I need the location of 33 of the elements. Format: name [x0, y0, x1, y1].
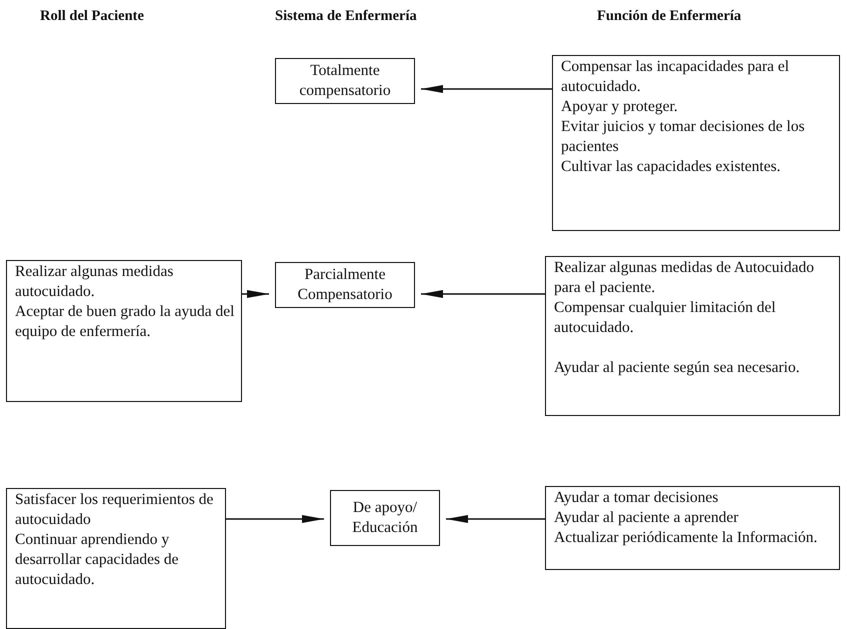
- text-box: [545, 486, 840, 570]
- text-box: [545, 256, 840, 416]
- box-text: Satisfacer los requerimientos de autocuidado: [15, 490, 214, 530]
- box-text: Evitar juicios y tomar decisiones de los pacientes: [561, 117, 806, 157]
- box-text: Realizar algunas medidas de Autocuidado para el paciente.: [554, 258, 815, 298]
- box-text: Ayudar a tomar decisiones: [554, 488, 720, 508]
- arrow: [242, 290, 269, 298]
- text-box: [552, 55, 840, 231]
- arrow: [421, 290, 545, 298]
- system-box: [330, 490, 440, 546]
- box-text: Actualizar periódicamente la Información.: [554, 528, 818, 548]
- box-text: Apoyar y proteger.: [561, 97, 679, 117]
- box-text: Ayudar al paciente según sea necesario.: [554, 358, 801, 378]
- system-box: [275, 58, 415, 104]
- box-text: Continuar aprendiendo y desarrollar capacidades de autocuidado.: [15, 530, 180, 590]
- system-box: [275, 262, 415, 308]
- box-text: Realizar algunas medidas autocuidado.: [15, 262, 174, 302]
- box-text: Ayudar al paciente a aprender: [554, 508, 740, 528]
- box-text: Cultivar las capacidades existentes.: [561, 157, 782, 177]
- column-heading: Roll del Paciente: [40, 8, 144, 25]
- arrow: [421, 85, 552, 93]
- box-text: Compensar las incapacidades para el autocuidado.: [561, 57, 790, 97]
- text-box: [6, 488, 226, 629]
- box-text: De apoyo/ Educación: [351, 498, 419, 538]
- arrow: [446, 515, 545, 523]
- arrow: [226, 515, 324, 523]
- column-heading: Función de Enfermería: [597, 8, 742, 25]
- box-text: Parcialmente Compensatorio: [296, 265, 394, 305]
- text-box: [6, 260, 242, 402]
- box-text: Compensar cualquier limitación del autocuidado.: [554, 298, 777, 338]
- column-heading: Sistema de Enfermería: [275, 8, 417, 25]
- box-text: Totalmente compensatorio: [298, 61, 392, 101]
- box-text: Aceptar de buen grado la ayuda del equipo de enfermería.: [15, 302, 235, 342]
